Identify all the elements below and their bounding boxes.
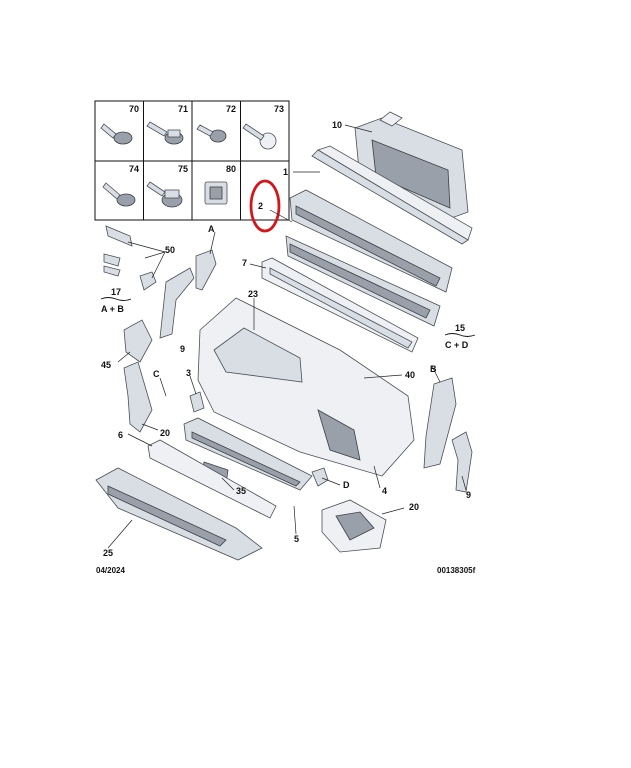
screw-74-icon [102, 182, 136, 207]
callout-a: A [208, 224, 215, 234]
callout-3: 3 [186, 368, 191, 378]
underbody-shield-25 [95, 467, 263, 561]
screw-71-icon [146, 121, 184, 145]
callout-4: 4 [382, 486, 387, 496]
group-15-number: 15 [455, 323, 465, 333]
callout-labels: 10 1 2 7 A 50 23 40 9 45 C 3 20 6 35 5 2… [101, 120, 471, 558]
fog-lamp-bezel-20 [321, 499, 387, 553]
leader-lines [107, 124, 467, 549]
clip-3 [189, 391, 205, 413]
table-label-70: 70 [129, 104, 139, 114]
screw-70-icon [100, 123, 133, 145]
bumper-cover [197, 297, 415, 477]
callout-45: 45 [101, 360, 111, 370]
footer-date: 04/2024 [96, 566, 125, 575]
left-bracket-9 [159, 267, 195, 339]
group-note-15: 15 C + D [444, 323, 476, 350]
clip-d [311, 467, 329, 487]
bracket-a [195, 249, 217, 291]
group-15-subtitle: C + D [445, 340, 469, 350]
fastener-table: 70 71 72 73 74 75 80 [94, 100, 290, 221]
callout-9-right: 9 [466, 490, 471, 500]
callout-6: 6 [118, 430, 123, 440]
callout-5: 5 [294, 534, 299, 544]
callout-20-left: 20 [160, 428, 170, 438]
callout-10: 10 [332, 120, 342, 130]
group-note-17: 17 A + B [100, 287, 132, 314]
bracket-45 [123, 319, 153, 363]
clip-80-icon [204, 181, 228, 205]
left-side-bracket [123, 361, 153, 433]
screw-72-icon [196, 124, 227, 143]
footer-reference: 00138305f [437, 566, 476, 575]
screw-75-icon [146, 181, 183, 208]
upper-trim-strip [311, 145, 473, 245]
screw-73-icon [242, 123, 277, 150]
callout-23: 23 [248, 289, 258, 299]
front-grille [285, 189, 453, 327]
callout-b: B [430, 364, 437, 374]
callout-c: C [153, 369, 160, 379]
callout-1: 1 [283, 167, 288, 177]
callout-9-left: 9 [180, 344, 185, 354]
right-bracket-b [423, 377, 457, 469]
clip-set-50 [103, 225, 157, 291]
group-17-subtitle: A + B [101, 304, 124, 314]
callout-20-right: 20 [409, 502, 419, 512]
callout-40: 40 [405, 370, 415, 380]
right-bracket-9 [451, 431, 473, 493]
group-17-number: 17 [111, 287, 121, 297]
highlight-ring [249, 179, 281, 233]
callout-50: 50 [165, 245, 175, 255]
table-label-75: 75 [178, 164, 188, 174]
table-label-73: 73 [274, 104, 284, 114]
callout-25: 25 [103, 548, 113, 558]
table-label-80: 80 [226, 164, 236, 174]
table-label-71: 71 [178, 104, 188, 114]
callout-7: 7 [242, 258, 247, 268]
callout-2: 2 [258, 201, 263, 211]
callout-35: 35 [236, 486, 246, 496]
lower-lip-6 [147, 439, 277, 519]
table-label-74: 74 [129, 164, 139, 174]
table-label-72: 72 [226, 104, 236, 114]
callout-d: D [343, 480, 350, 490]
grille-trim-7 [261, 257, 419, 353]
front-panel-frame [354, 111, 469, 221]
